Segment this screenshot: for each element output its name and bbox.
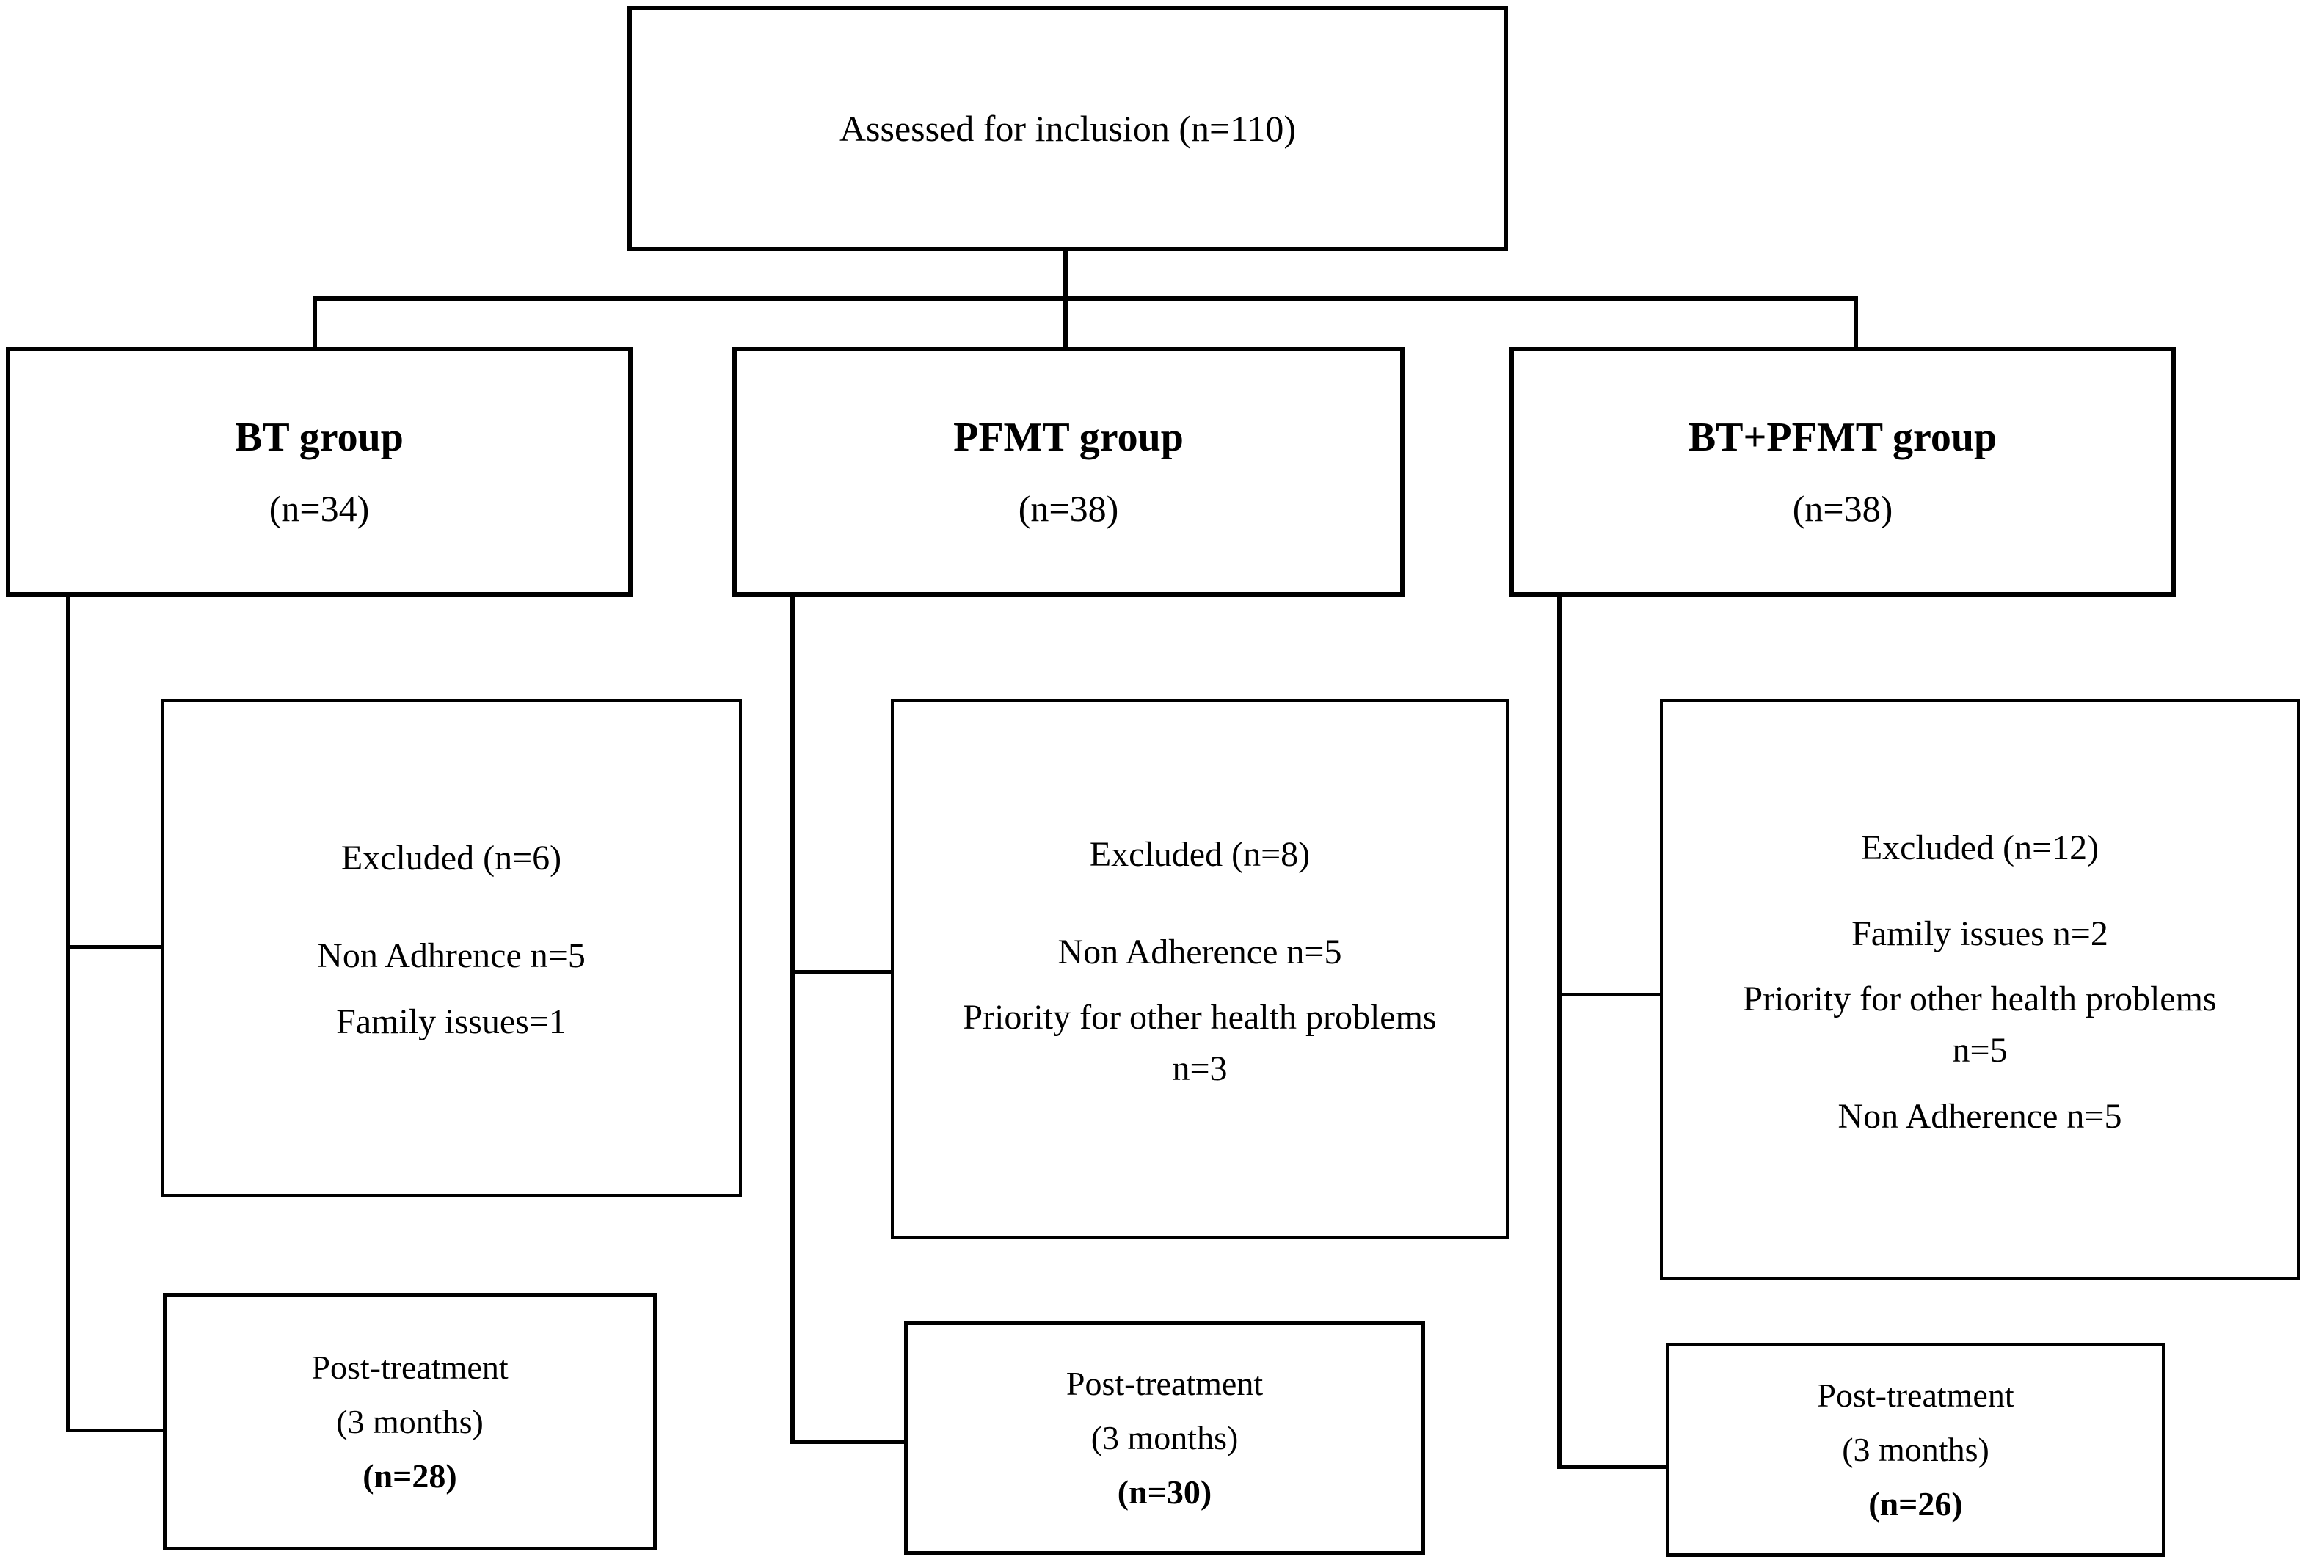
btpfmt-group-title: BT+PFMT group	[1688, 415, 1997, 460]
connector-top-vertical	[1063, 251, 1068, 303]
pfmt-excluded-box: Excluded (n=8) Non Adherence n=5 Priorit…	[891, 699, 1509, 1239]
btpfmt-post-treatment-box: Post-treatment (3 months) (n=26)	[1666, 1343, 2165, 1557]
pfmt-post-line1: Post-treatment	[1066, 1365, 1264, 1402]
bt-group-title: BT group	[235, 415, 404, 460]
btpfmt-post-line1: Post-treatment	[1817, 1376, 2014, 1414]
btpfmt-excluded-reason: Family issues n=2	[1851, 914, 2108, 953]
pfmt-excluded-reason: Priority for other health problems n=3	[963, 998, 1437, 1088]
bt-post-n: (n=28)	[363, 1456, 457, 1495]
btpfmt-group-n: (n=38)	[1792, 488, 1893, 529]
pfmt-excluded-reason: Non Adherence n=5	[1057, 932, 1342, 971]
bt-group-n: (n=34)	[269, 488, 370, 529]
pfmt-excluded-title: Excluded (n=8)	[1089, 834, 1311, 874]
assessed-for-inclusion-box: Assessed for inclusion (n=110)	[627, 6, 1508, 251]
connector-drop-bt	[313, 296, 317, 349]
btpfmt-post-n: (n=26)	[1868, 1485, 1963, 1523]
assessed-for-inclusion-label: Assessed for inclusion (n=110)	[839, 108, 1297, 149]
bt-post-treatment-box: Post-treatment (3 months) (n=28)	[163, 1293, 657, 1550]
bt-excluded-box: Excluded (n=6) Non Adhrence n=5 Family i…	[161, 699, 742, 1197]
pfmt-post-treatment-box: Post-treatment (3 months) (n=30)	[904, 1321, 1425, 1555]
bt-post-line2: (3 months)	[336, 1402, 484, 1440]
bt-post-line1: Post-treatment	[311, 1348, 509, 1386]
connector-btpfmt-excluded-stub	[1557, 993, 1663, 996]
btpfmt-excluded-reason: Priority for other health problems n=5	[1743, 980, 2217, 1070]
connector-btpfmt-post-stub	[1557, 1465, 1669, 1469]
btpfmt-excluded-title: Excluded (n=12)	[1860, 828, 2099, 867]
pfmt-group-n: (n=38)	[1018, 488, 1119, 529]
connector-pfmt-column-vertical	[790, 594, 795, 1444]
connector-pfmt-post-stub	[790, 1440, 907, 1444]
connector-drop-pfmt	[1063, 296, 1068, 349]
connector-horizontal-bus	[313, 296, 1858, 301]
connector-btpfmt-column-vertical	[1557, 594, 1562, 1469]
pfmt-post-line2: (3 months)	[1090, 1419, 1239, 1456]
bt-excluded-reason: Non Adhrence n=5	[317, 936, 586, 976]
connector-bt-column-vertical	[66, 594, 70, 1432]
btpfmt-post-line2: (3 months)	[1842, 1431, 1989, 1468]
pfmt-group-title: PFMT group	[953, 415, 1184, 460]
bt-excluded-reason: Family issues=1	[336, 1002, 567, 1041]
connector-bt-post-stub	[66, 1429, 166, 1432]
btpfmt-group-box: BT+PFMT group (n=38)	[1509, 347, 2176, 597]
btpfmt-excluded-box: Excluded (n=12) Family issues n=2 Priori…	[1660, 699, 2300, 1280]
btpfmt-excluded-reason: Non Adherence n=5	[1837, 1096, 2122, 1136]
pfmt-post-n: (n=30)	[1117, 1473, 1212, 1511]
connector-drop-btpfmt	[1854, 296, 1858, 349]
bt-group-box: BT group (n=34)	[6, 347, 633, 597]
bt-excluded-title: Excluded (n=6)	[340, 839, 562, 878]
connector-bt-excluded-stub	[66, 945, 164, 949]
connector-pfmt-excluded-stub	[790, 970, 894, 974]
pfmt-group-box: PFMT group (n=38)	[732, 347, 1405, 597]
